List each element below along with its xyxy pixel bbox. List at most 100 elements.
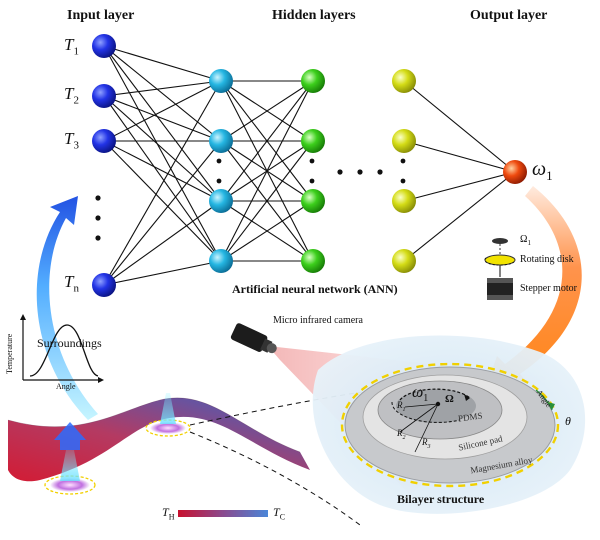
- camera-label: Micro infrared camera: [273, 315, 363, 326]
- input-node: [92, 34, 116, 58]
- bilayer-caption: Bilayer structure: [397, 492, 485, 506]
- network-edge: [103, 140, 222, 202]
- input-layer: [92, 34, 116, 297]
- orange-curved-arrow: [485, 186, 582, 390]
- motor-assembly: [484, 238, 516, 300]
- hidden-node: [301, 69, 325, 93]
- hidden-node: [392, 69, 416, 93]
- conductivity-cone: [60, 450, 80, 481]
- network-edge: [220, 80, 314, 142]
- bilayer-omega-label: ω1: [412, 384, 429, 405]
- network-edge: [403, 140, 516, 173]
- hidden-ellipsis: [337, 169, 383, 175]
- network-edge: [403, 80, 516, 173]
- output-node: [503, 160, 527, 184]
- network-edge: [103, 95, 222, 262]
- omega1-label: Ω1: [520, 234, 531, 247]
- conductivity-ring: [44, 475, 96, 495]
- network-edge: [103, 80, 222, 97]
- plot-xlabel: Angle: [56, 382, 76, 391]
- plot-ylabel: Temperature: [5, 333, 14, 374]
- colorbar-hot-label: TH: [162, 505, 175, 522]
- network-edge: [220, 80, 314, 262]
- inner-pdms: [396, 389, 476, 423]
- hidden-node: [392, 249, 416, 273]
- ellipsis-dot: [95, 215, 101, 221]
- ellipsis-dot: [400, 158, 406, 164]
- connector-line: [189, 431, 361, 526]
- temperature-plot: [20, 314, 104, 383]
- hidden-layer-last: [392, 69, 416, 273]
- network-edge: [103, 140, 222, 286]
- hidden-node: [209, 69, 233, 93]
- ellipsis-dot: [309, 158, 315, 164]
- bilayer-Omega-label: Ω: [445, 393, 454, 405]
- colorbar-cold-label: TC: [273, 505, 286, 522]
- output-label: ω1: [532, 158, 553, 183]
- conductivity-spot: [50, 478, 90, 492]
- hidden-node: [301, 189, 325, 213]
- network-edge: [103, 80, 222, 286]
- ellipsis-dot: [400, 178, 406, 184]
- heat-cone: [160, 393, 176, 424]
- outer-dashed-ring: [340, 362, 560, 488]
- ellipsis-dot: [95, 235, 101, 241]
- ellipsis-dot: [216, 178, 222, 184]
- r1-label: R1: [397, 400, 406, 413]
- bilayer-structure: [312, 335, 586, 514]
- hidden-layer-2: [216, 69, 325, 273]
- hidden-node: [392, 189, 416, 213]
- network-edge: [403, 171, 516, 262]
- heat-spot: [150, 422, 186, 434]
- r3-label: R3: [422, 437, 431, 450]
- network-connections: [103, 45, 516, 286]
- ellipsis-dot: [95, 195, 101, 201]
- r2-label: R2: [397, 428, 406, 441]
- network-edge: [103, 45, 222, 202]
- rotating-disk-label: Rotating disk: [520, 254, 574, 265]
- network-edge: [103, 95, 222, 202]
- heat-self-enhanced-label: Heat-self-enhanced: [110, 450, 201, 462]
- network-edge: [220, 140, 314, 262]
- output-layer-title: Output layer: [470, 8, 548, 23]
- input-layer-title: Input layer: [67, 8, 135, 23]
- network-edge: [103, 80, 222, 142]
- network-edge: [403, 171, 516, 202]
- input-node: [92, 84, 116, 108]
- input-label-tn: Tn: [64, 272, 79, 295]
- network-edge: [220, 80, 314, 202]
- hidden-node: [209, 189, 233, 213]
- hidden-node: [301, 249, 325, 273]
- ellipsis-dot: [309, 178, 315, 184]
- input-label-t3: T3: [64, 129, 79, 152]
- camera-icon: [230, 323, 277, 354]
- stepper-motor-label: Stepper motor: [520, 283, 577, 294]
- network-edge: [103, 95, 222, 142]
- ellipsis-dot: [216, 158, 222, 164]
- network-edge: [103, 45, 222, 142]
- hidden-node: [209, 129, 233, 153]
- hidden-node: [392, 129, 416, 153]
- input-node: [92, 273, 116, 297]
- hidden-node: [209, 249, 233, 273]
- higher-conductivity-label: Higher conductivity: [40, 498, 121, 509]
- network-edge: [103, 140, 222, 262]
- input-node: [92, 129, 116, 153]
- omega-disk: [492, 238, 508, 244]
- curved-sheet: [7, 393, 310, 495]
- up-arrow: [54, 422, 86, 450]
- colorbar: [178, 510, 268, 517]
- network-edge: [220, 200, 314, 262]
- network-edge: [103, 45, 222, 262]
- hidden-layer-1: [209, 69, 233, 273]
- ann-caption: Artificial neural network (ANN): [232, 282, 398, 296]
- input-label-t1: T1: [64, 35, 79, 58]
- stepper-motor: [487, 278, 513, 300]
- hidden-node: [301, 129, 325, 153]
- network-edge: [103, 260, 222, 286]
- hidden-layers-title: Hidden layers: [272, 8, 356, 23]
- plot-curve-label: Surroundings: [37, 336, 102, 350]
- theta-label: θ: [565, 414, 571, 428]
